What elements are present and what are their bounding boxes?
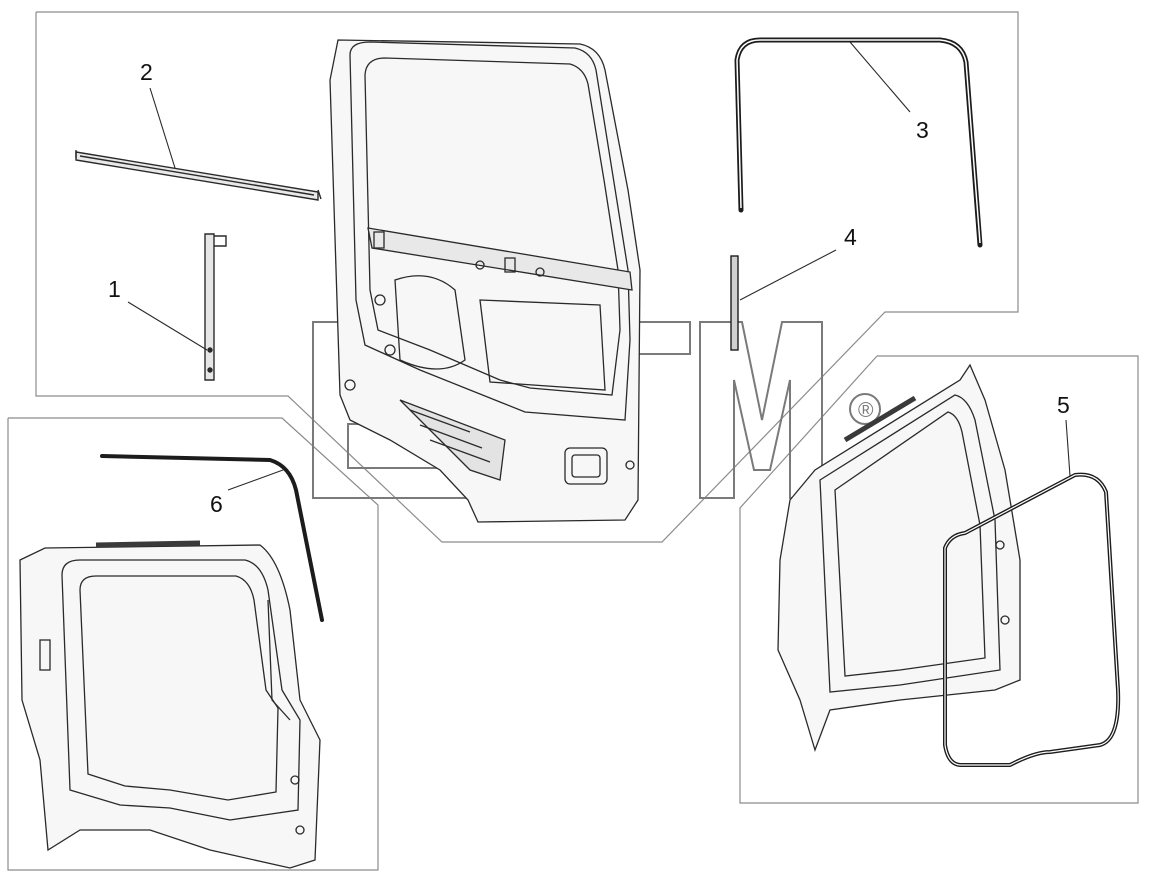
left-door-frame [19, 540, 321, 869]
watermark-registered-symbol: ® [858, 399, 874, 422]
part-1-bracket [204, 233, 227, 381]
top-panel-frame [35, 11, 1019, 543]
main-door [329, 39, 641, 523]
leader-4 [739, 249, 837, 301]
part-4-vertical-strip [730, 255, 739, 351]
callout-1: 1 [108, 276, 121, 302]
watermark-registered-circle [849, 393, 881, 425]
leader-2 [149, 87, 176, 169]
part-5-door-seal-inner [944, 474, 1119, 766]
callout-6: 6 [210, 491, 223, 517]
leader-1 [127, 301, 208, 351]
watermark-letter-m [699, 321, 823, 499]
callout-2: 2 [140, 59, 153, 85]
panel-frames [7, 11, 1139, 871]
part-3-glass-run-inner [736, 39, 981, 244]
right-panel-frame [739, 355, 1139, 804]
part-6-strip [100, 454, 324, 622]
right-door-frame [777, 363, 1021, 753]
leader-3 [849, 41, 911, 113]
leader-6 [227, 469, 284, 491]
leader-5 [1065, 419, 1071, 477]
callout-4: 4 [844, 224, 857, 250]
callout-3: 3 [916, 117, 929, 143]
part-3-glass-run [734, 37, 983, 248]
part-2-strip [75, 150, 322, 201]
left-panel-frame [7, 417, 379, 871]
callout-5: 5 [1057, 392, 1070, 418]
leader-lines [127, 41, 1071, 491]
